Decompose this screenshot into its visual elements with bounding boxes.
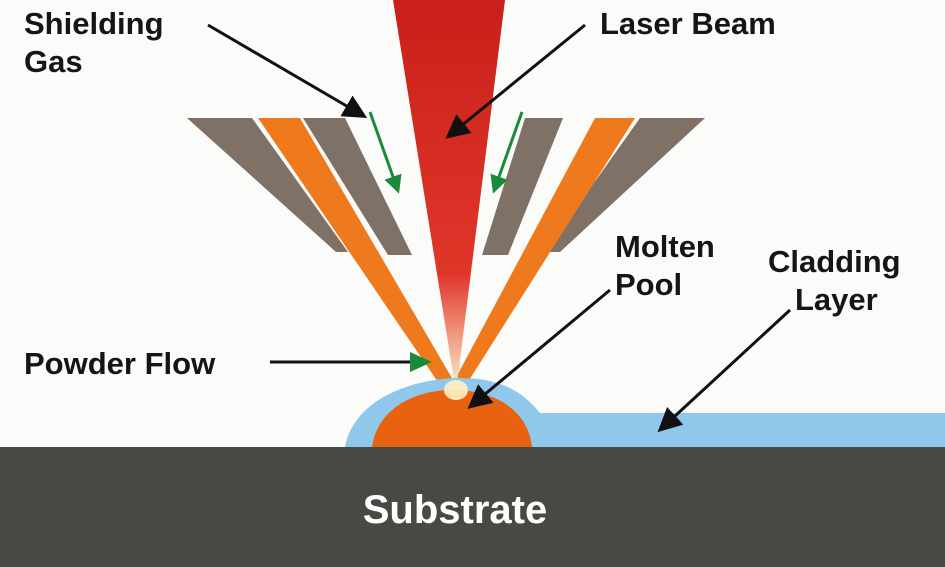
nozzle-right-inner bbox=[482, 118, 563, 255]
nozzle-left-inner bbox=[303, 118, 412, 255]
powder-stream-right bbox=[452, 118, 635, 385]
nozzle-right-outer bbox=[545, 118, 705, 252]
molten-pool-label-line2: Pool bbox=[615, 267, 682, 302]
laser-beam-label: Laser Beam bbox=[600, 6, 776, 41]
melt-glow bbox=[444, 380, 468, 400]
shielding-gas-label-line1: Shielding bbox=[24, 6, 164, 41]
powder-flow-arrowhead-icon bbox=[410, 352, 432, 372]
powder-stream-left bbox=[258, 118, 456, 385]
gas-arrow-right-icon bbox=[490, 111, 524, 194]
cladding-layer-label-line2: Layer bbox=[795, 282, 878, 317]
nozzle-left-outer bbox=[187, 118, 348, 252]
gas-arrow-left-icon bbox=[368, 111, 402, 194]
cladding-layer-label-line1: Cladding bbox=[768, 244, 901, 279]
laser-beam bbox=[393, 0, 505, 392]
substrate-label: Substrate bbox=[363, 488, 548, 532]
molten-pool-label-line1: Molten bbox=[615, 229, 715, 264]
shielding-gas-arrow bbox=[207, 23, 368, 119]
shielding-gas-label-line2: Gas bbox=[24, 44, 83, 79]
substrate bbox=[0, 447, 945, 567]
cladding-layer-arrow bbox=[657, 308, 792, 433]
powder-flow-label: Powder Flow bbox=[24, 346, 216, 381]
molten-pool-arrow bbox=[467, 288, 611, 409]
laser-beam-arrow bbox=[445, 23, 586, 139]
